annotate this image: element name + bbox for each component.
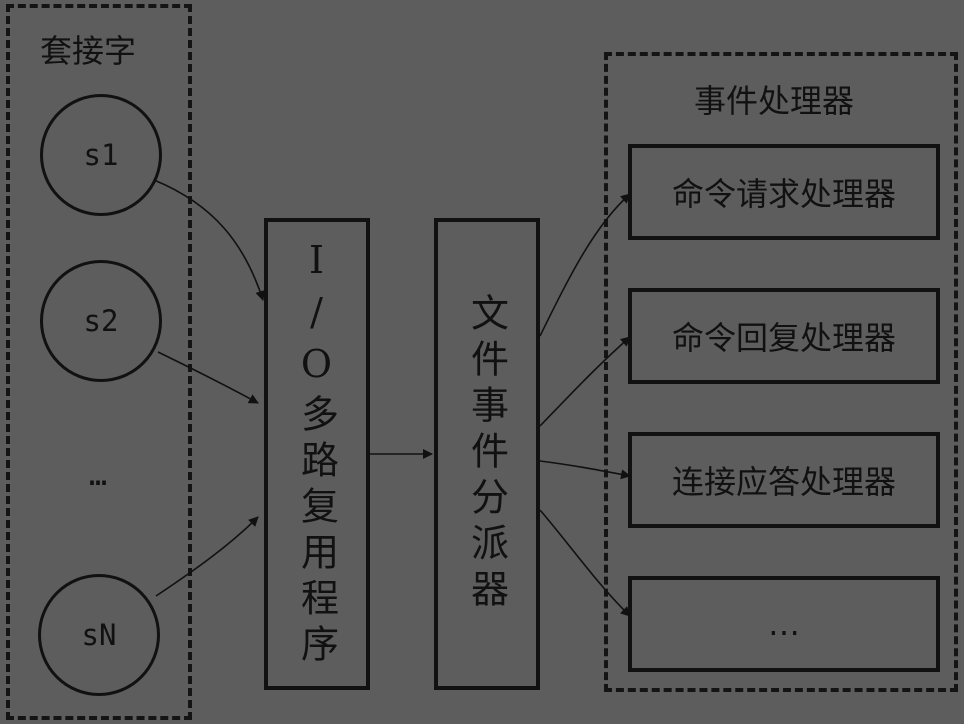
io-multiplexer-box: I/O多路复用程序 <box>264 218 370 690</box>
arrow-dispatcher-to-reply-handler <box>539 336 631 427</box>
socket-sN: sN <box>38 574 160 696</box>
file-event-dispatcher-label: 文件事件分派器 <box>464 293 509 615</box>
command-reply-handler: 命令回复处理器 <box>628 288 940 384</box>
arrow-dispatcher-to-accept-handler <box>539 460 631 480</box>
handlers-group-title: 事件处理器 <box>694 82 855 120</box>
socket-s2: s2 <box>40 260 162 382</box>
handlers-group-frame <box>604 52 958 692</box>
arrow-dispatcher-to-more-handlers <box>539 509 631 617</box>
sockets-group-title: 套接字 <box>40 32 137 70</box>
file-event-dispatcher-box: 文件事件分派器 <box>434 218 540 690</box>
sockets-group-frame <box>6 4 192 720</box>
arrow-s1-to-multiplexer <box>153 179 265 301</box>
arrow-s2-to-multiplexer <box>157 351 259 404</box>
socket-s1: s1 <box>40 94 162 216</box>
arrow-dispatcher-to-request-handler <box>539 193 631 337</box>
io-multiplexer-label: I/O多路复用程序 <box>294 238 339 670</box>
arrow-sN-to-multiplexer <box>155 516 259 597</box>
command-request-handler: 命令请求处理器 <box>628 144 940 240</box>
sockets-ellipsis: … <box>88 458 108 493</box>
connection-accept-handler: 连接应答处理器 <box>628 432 940 528</box>
more-handlers-ellipsis: … <box>628 576 940 672</box>
